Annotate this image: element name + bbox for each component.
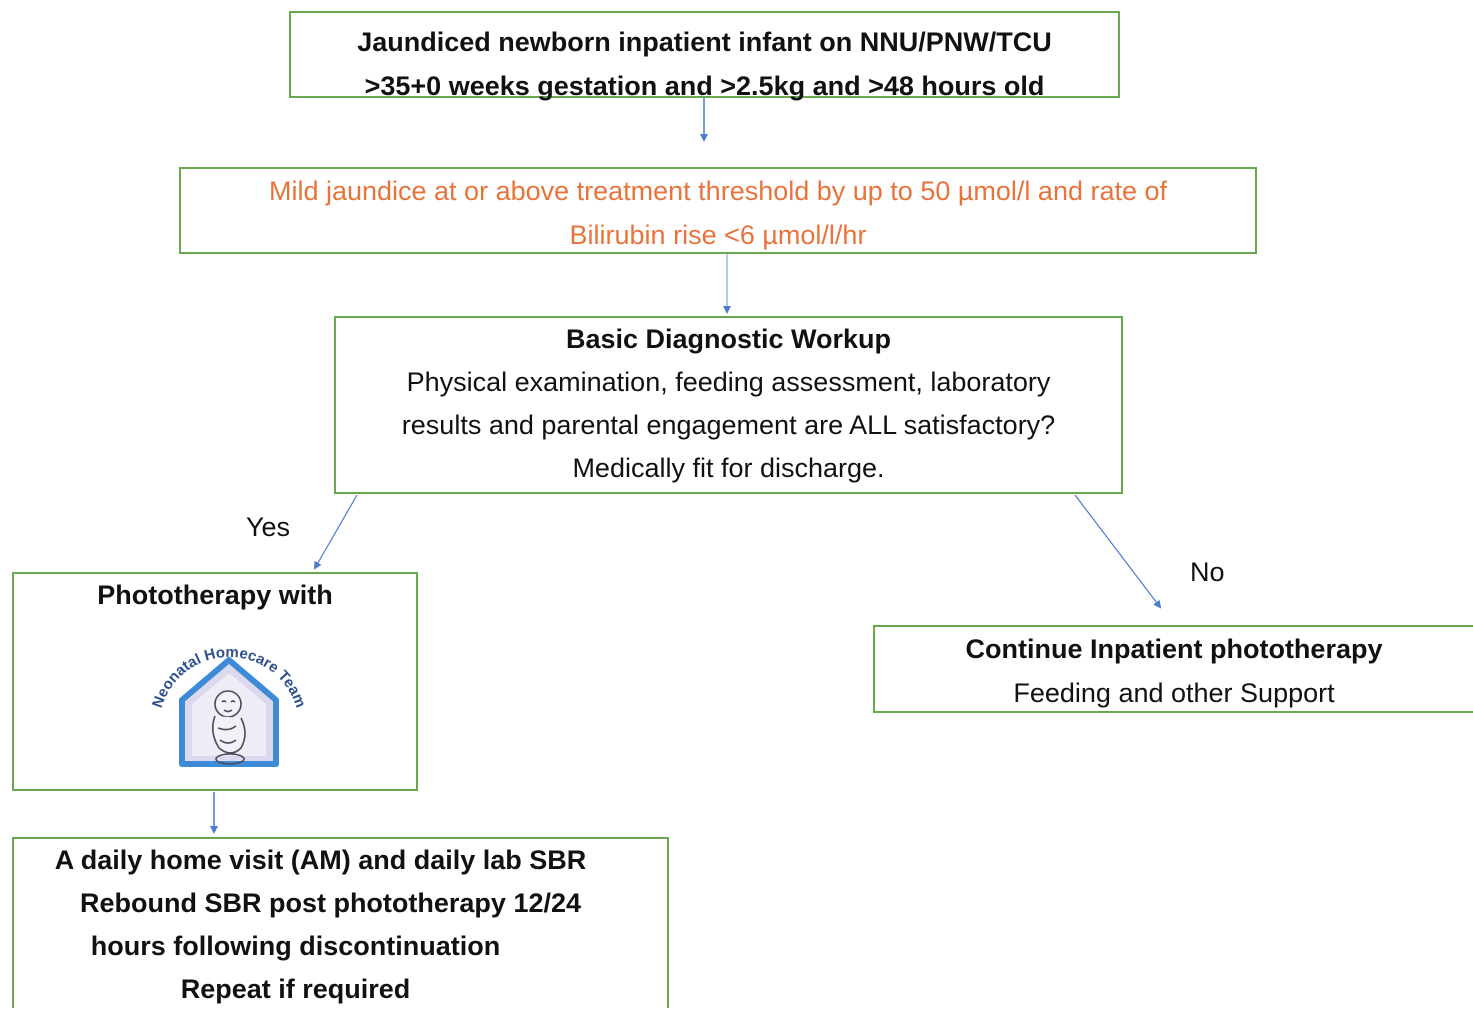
no-label: No	[1190, 557, 1225, 587]
arrow-workup-no	[1074, 494, 1162, 609]
criteria-line-2: Bilirubin rise <6 µmol/l/hr	[569, 220, 867, 250]
inpatient-title: Continue Inpatient phototherapy	[965, 634, 1383, 664]
criteria-line-1: Mild jaundice at or above treatment thre…	[268, 176, 1168, 206]
workup-line-3: Medically fit for discharge.	[572, 453, 885, 483]
workup-title: Basic Diagnostic Workup	[565, 324, 892, 354]
arrow-workup-yes	[314, 494, 358, 570]
followup-line-2: Rebound SBR post phototherapy 12/24	[79, 888, 582, 918]
inpatient-line-1: Feeding and other Support	[1013, 678, 1335, 708]
followup-line-3: hours following discontinuation	[90, 931, 501, 961]
phototherapy-home-box: Phototherapy with Neonatal Homecare Team	[12, 572, 418, 791]
yes-label: Yes	[246, 512, 291, 542]
workup-line-2: results and parental engagement are ALL …	[401, 410, 1056, 440]
phototherapy-home-title: Phototherapy with	[97, 580, 333, 610]
start-line-2: >35+0 weeks gestation and >2.5kg and >48…	[364, 71, 1045, 101]
start-line-1: Jaundiced newborn inpatient infant on NN…	[357, 27, 1052, 57]
followup-line-4: Repeat if required	[180, 974, 411, 1004]
workup-line-1: Physical examination, feeding assessment…	[406, 367, 1051, 397]
baby-icon	[211, 690, 246, 765]
start-box: Jaundiced newborn inpatient infant on NN…	[289, 11, 1120, 101]
followup-line-1: A daily home visit (AM) and daily lab SB…	[54, 845, 587, 875]
followup-box: A daily home visit (AM) and daily lab SB…	[12, 837, 669, 1008]
criteria-box: Mild jaundice at or above treatment thre…	[179, 167, 1257, 254]
workup-box: Basic Diagnostic Workup Physical examina…	[334, 316, 1123, 494]
neonatal-homecare-team-logo: Neonatal Homecare Team	[149, 644, 309, 767]
inpatient-box: Continue Inpatient phototherapy Feeding …	[873, 625, 1473, 713]
